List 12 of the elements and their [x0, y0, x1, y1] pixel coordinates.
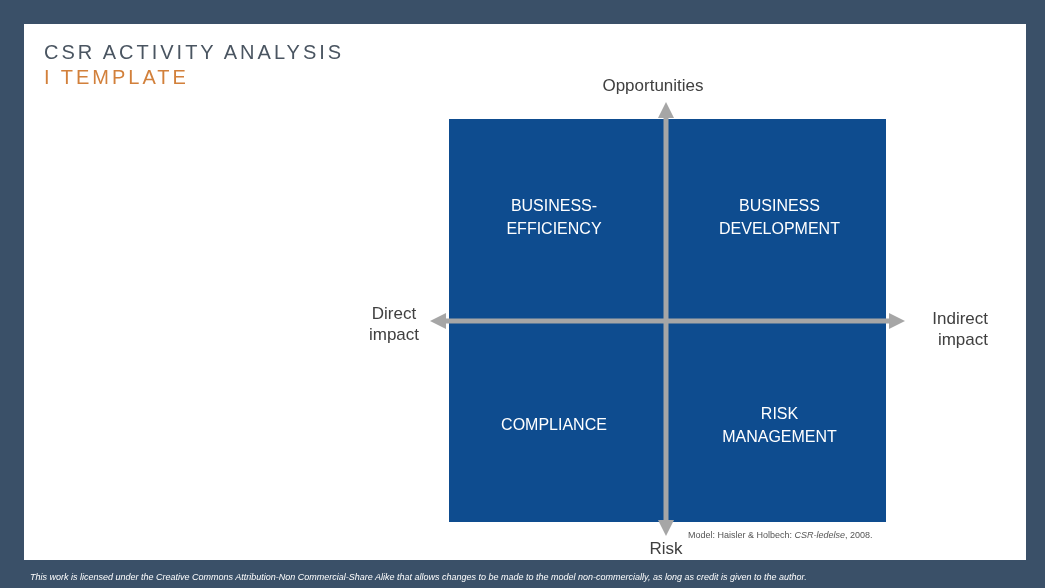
slide-subtitle: I TEMPLATE: [44, 66, 189, 89]
license-note: This work is licensed under the Creative Commons Attribution-Non Commercial-Share Alike that allows changes to be made to the model non-commercially, as long as credit is given to the author.: [30, 572, 807, 582]
quadrant-title: BUSINESS- EFFICIENCY: [505, 195, 603, 239]
quadrant-title: BUSINESS DEVELOPMENT: [718, 195, 841, 239]
axis-label: Opportunities: [601, 75, 705, 96]
quadrant-title: COMPLIANCE: [500, 415, 608, 435]
slide-title: CSR ACTIVITY ANALYSIS: [44, 41, 345, 64]
source-note: Model: Haisler & Holbech: CSR-ledelse, 2008.: [688, 530, 873, 540]
quadrant-title: RISK MANAGEMENT: [721, 403, 838, 447]
axis-label: Risk: [648, 538, 684, 559]
axis-label: Indirect impact: [931, 308, 988, 350]
axis-label: Direct impact: [367, 303, 421, 345]
